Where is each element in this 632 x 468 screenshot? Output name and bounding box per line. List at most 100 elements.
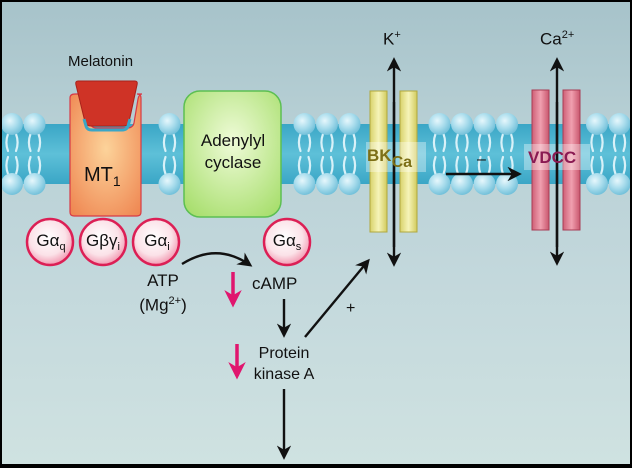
g-alpha-i-base: Gα [144, 231, 168, 250]
minus-sign: – [477, 151, 486, 168]
lipid-tail [162, 132, 167, 153]
melatonin-ligand [75, 80, 138, 127]
g-alpha-q-label: Gαq [30, 232, 72, 253]
lipid-head [586, 173, 608, 195]
lipid-head [586, 113, 608, 135]
lipid-tail [622, 155, 627, 176]
mt1-receptor [69, 80, 143, 217]
lipid-tail [37, 132, 42, 153]
vdcc-channel [531, 89, 581, 231]
lipid-tail [172, 132, 177, 153]
atp-mg-sup: 2+ [168, 295, 182, 307]
g-alpha-q-base: Gα [36, 231, 60, 250]
lipid-tail [5, 155, 10, 176]
ca-ion-text: Ca [540, 29, 562, 49]
lipid-head [473, 173, 496, 195]
lipid-tail [487, 155, 492, 176]
bkca-label-sub: Ca [391, 154, 413, 171]
lipid-tail [37, 155, 42, 176]
lipid-tail [455, 155, 460, 176]
g-alpha-q-ball [25, 217, 75, 267]
lipid-tail [320, 132, 325, 153]
atp-to-camp-arrow [181, 252, 253, 267]
g-protein-group [25, 217, 312, 267]
mt1-label-subscript: 1 [112, 173, 121, 189]
lipid-tail [622, 132, 627, 153]
k-ion-label: K+ [383, 30, 401, 48]
lipid-tail [27, 155, 32, 176]
atp-mg-prefix: (Mg [139, 295, 169, 315]
g-beta-gamma-i-ball [78, 217, 128, 267]
lipid-tail [432, 132, 437, 153]
lipid-tail [590, 132, 595, 153]
lipid-tail [5, 132, 10, 153]
pka-line1: Protein [258, 345, 310, 362]
g-alpha-i-sub: i [167, 241, 170, 253]
lipid-tail [307, 155, 312, 176]
atp-mg-suffix: ) [181, 295, 187, 315]
lipid-head [158, 173, 181, 195]
lipid-tail [464, 132, 469, 153]
pka-activates-bk-arrow [304, 258, 370, 338]
g-beta-gamma-i-sub: i [117, 241, 120, 253]
lipid-head [23, 173, 46, 195]
vdcc-label: VDCC [528, 148, 577, 167]
lipid-head [338, 113, 361, 135]
g-beta-gamma-i-base: Gβγ [86, 231, 118, 250]
g-alpha-s-base: Gα [272, 231, 296, 250]
lipid-tail [599, 155, 604, 176]
bkca-channel [369, 90, 418, 233]
g-alpha-i-ball [131, 217, 181, 267]
g-alpha-q-sub: q [59, 241, 66, 253]
lipid-head [338, 173, 361, 195]
lipid-tail [297, 132, 302, 153]
bkca-label-text: BK [367, 146, 392, 165]
lipid-tail [599, 132, 604, 153]
adenylyl-cyclase-line1: Adenylyl [200, 131, 266, 150]
lipid-tail [320, 155, 325, 176]
lipid-head [293, 113, 316, 135]
lipid-head [451, 113, 473, 135]
bkca-label: BKCa [367, 147, 412, 171]
lipid-head [496, 173, 518, 195]
lipid-head [293, 173, 316, 195]
lipid-tail [612, 132, 617, 153]
ca-ion-label: Ca2+ [540, 30, 574, 48]
lipid-tail [442, 155, 447, 176]
pka-line2: kinase A [253, 366, 315, 383]
lipid-tail [455, 132, 460, 153]
lipid-tail [442, 132, 447, 153]
lipid-head [451, 173, 473, 195]
plus-sign: + [346, 300, 356, 317]
lipid-tail [500, 155, 505, 176]
adenylyl-cyclase-label: Adenylyl cyclase [193, 130, 273, 174]
g-alpha-s-ball [262, 217, 312, 267]
g-alpha-s-label: Gαs [266, 232, 308, 253]
g-alpha-i-label: Gαi [136, 232, 178, 253]
g-alpha-s-sub: s [295, 241, 302, 253]
lipid-tail [162, 155, 167, 176]
lipid-tail [432, 155, 437, 176]
protein-kinase-a-label: Protein kinase A [250, 343, 318, 385]
lipid-tail [14, 132, 19, 153]
lipid-head [2, 173, 23, 195]
ca-ion-sup: 2+ [561, 29, 575, 41]
mt1-label: MT1 [84, 165, 121, 188]
lipid-tail [477, 132, 482, 153]
k-ion-sup: + [394, 29, 401, 41]
lipid-head [158, 113, 181, 135]
lipid-tail [487, 132, 492, 153]
lipid-tail [329, 132, 334, 153]
lipid-tail [342, 132, 347, 153]
adenylyl-cyclase-line2: cyclase [204, 153, 262, 172]
lipid-tail [612, 155, 617, 176]
lipid-tail [464, 155, 469, 176]
lipid-head [428, 113, 451, 135]
lipid-tail [27, 132, 32, 153]
lipid-tail [477, 155, 482, 176]
lipid-head [23, 113, 46, 135]
mt1-label-text: MT [84, 164, 113, 186]
lipid-head [496, 113, 518, 135]
